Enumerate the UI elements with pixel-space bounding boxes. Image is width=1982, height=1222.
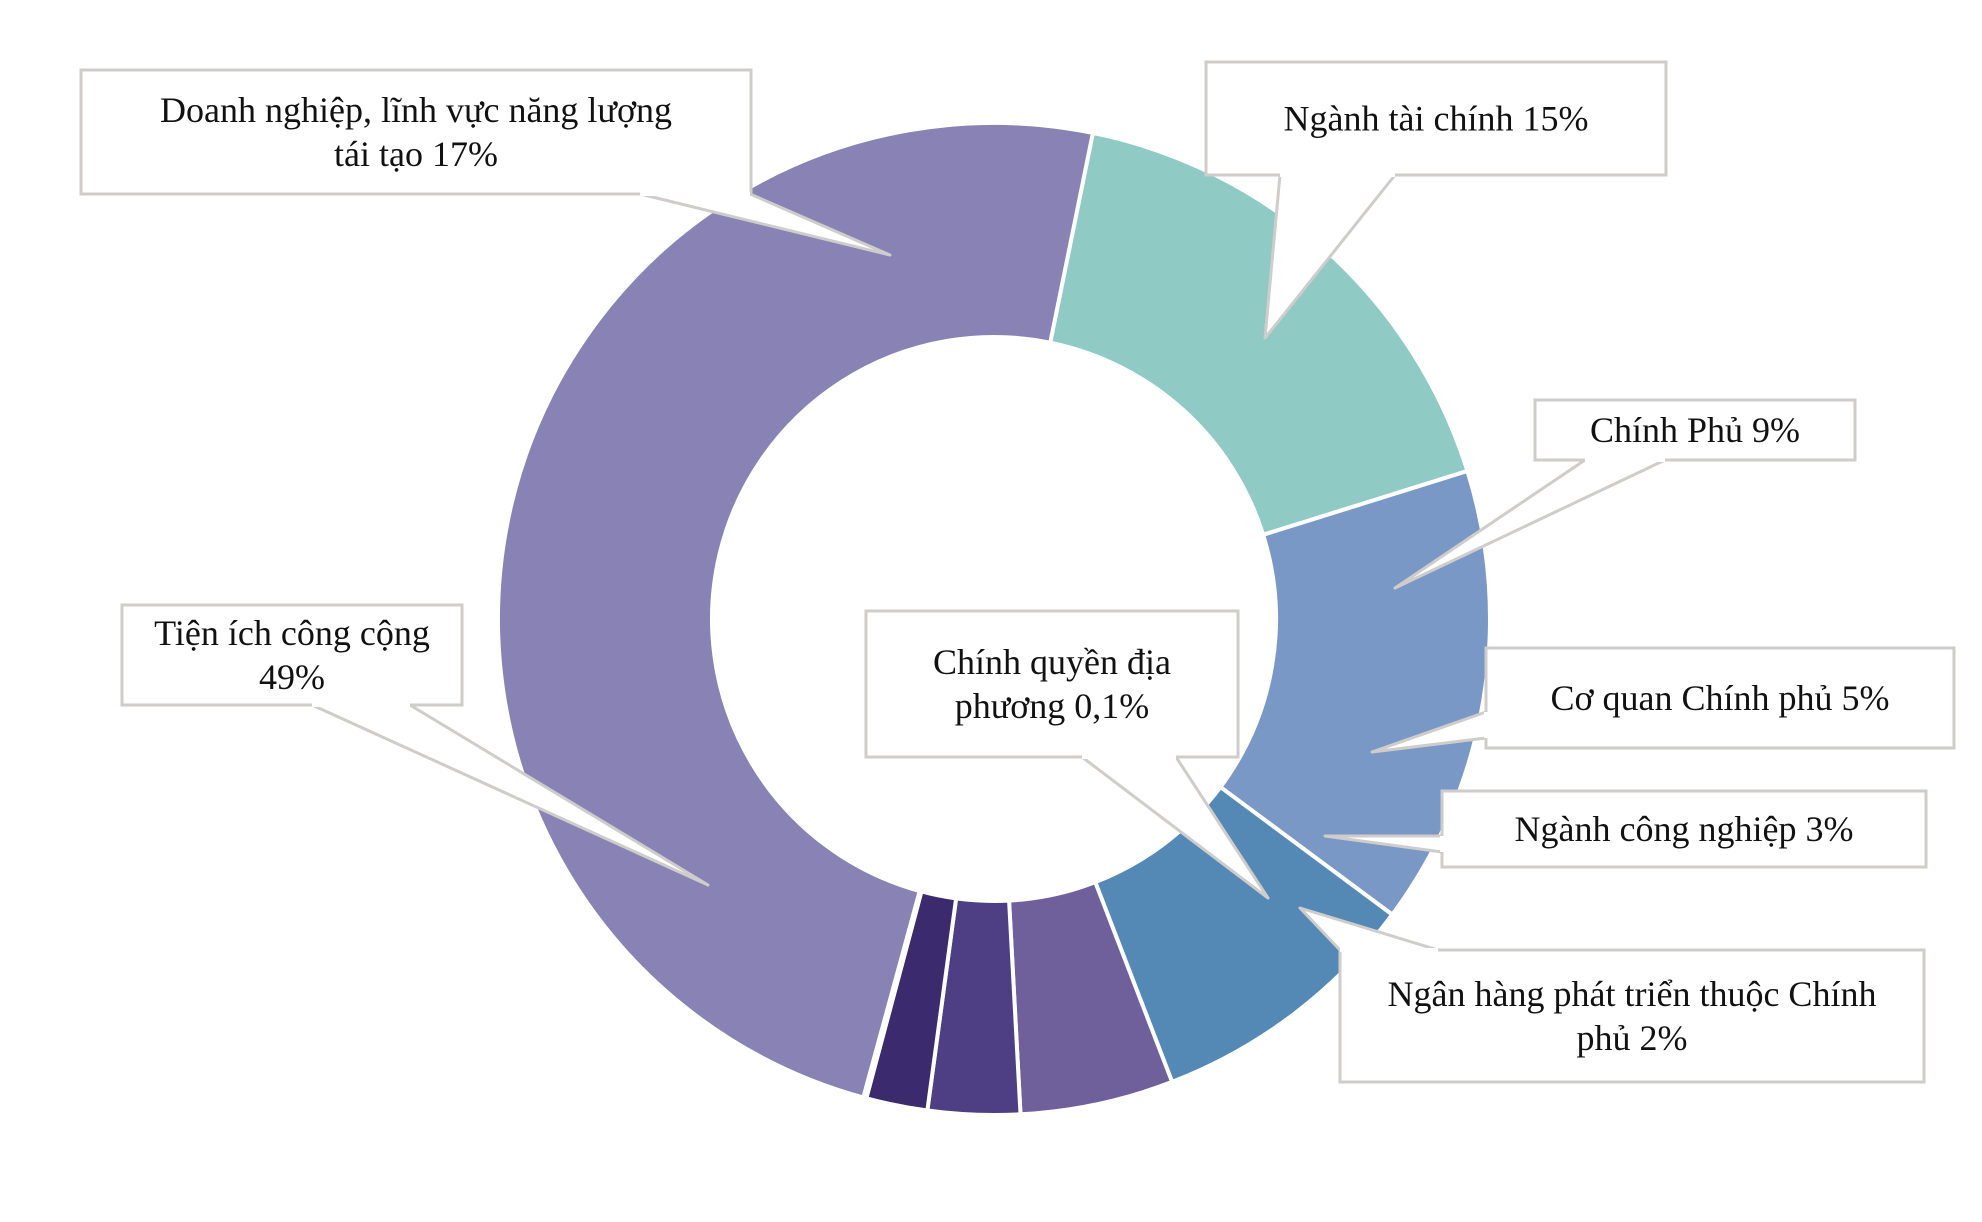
callout-label-line: phủ 2% — [1577, 1018, 1688, 1058]
callout-3: Cơ quan Chính phủ 5% — [1370, 646, 1956, 754]
callout-label-line: Chính quyền địa — [933, 642, 1171, 682]
callout-box — [1533, 398, 1857, 462]
callout-label-line: Chính Phủ 9% — [1590, 410, 1800, 450]
callout-box — [864, 609, 1240, 759]
callout-box — [1484, 646, 1956, 750]
callout-label-line: tái tạo 17% — [334, 134, 498, 174]
callout-box — [79, 68, 753, 196]
callout-label-line: phương 0,1% — [955, 686, 1150, 726]
callout-2: Chính Phủ 9% — [1393, 398, 1857, 590]
callout-box — [1440, 789, 1928, 869]
callout-1: Ngành tài chính 15% — [1204, 60, 1668, 340]
callout-label-line: Ngân hàng phát triển thuộc Chính — [1388, 974, 1877, 1014]
donut-slice-0 — [1048, 130, 1470, 537]
callout-label-line: Cơ quan Chính phủ 5% — [1550, 678, 1889, 718]
callout-box — [120, 603, 464, 707]
callout-label-line: Ngành công nghiệp 3% — [1515, 809, 1854, 849]
callout-box — [1204, 60, 1668, 177]
callout-label-line: Ngành tài chính 15% — [1284, 99, 1589, 139]
callout-label-line: 49% — [259, 657, 325, 697]
donut-slice-1 — [1218, 468, 1492, 917]
callout-label-line: Tiện ích công cộng — [154, 613, 430, 653]
callout-box — [1338, 948, 1926, 1084]
callout-4: Ngành công nghiệp 3% — [1323, 789, 1928, 869]
callout-label-line: Doanh nghiệp, lĩnh vực năng lượng — [160, 90, 672, 130]
